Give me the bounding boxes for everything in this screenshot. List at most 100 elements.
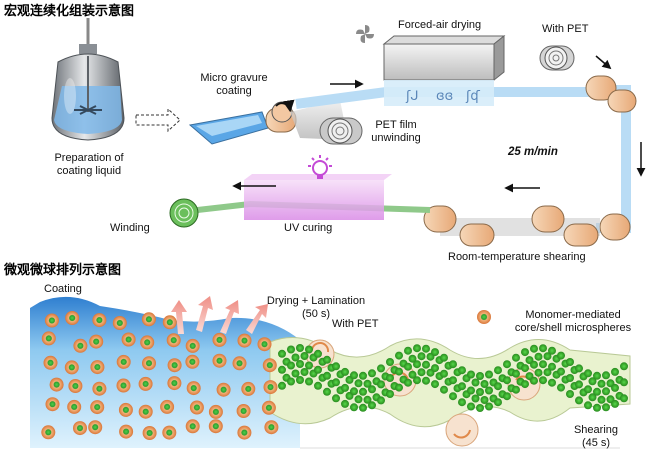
packed-microsphere [323, 355, 331, 364]
packed-microsphere [431, 364, 439, 373]
microsphere [44, 313, 59, 328]
packed-microsphere [377, 364, 385, 373]
svg-text:ɞɞ: ɞɞ [436, 89, 453, 104]
packed-microsphere [278, 365, 286, 374]
microsphere [68, 379, 83, 393]
packed-microsphere [359, 387, 367, 396]
packed-microsphere [584, 401, 592, 410]
packed-microsphere [476, 388, 484, 396]
packed-microsphere [557, 367, 565, 376]
packed-microsphere [620, 394, 628, 403]
packed-microsphere [566, 390, 574, 398]
packed-microsphere [593, 387, 601, 396]
microsphere [185, 419, 200, 434]
packed-microsphere [467, 386, 475, 395]
packed-microsphere [534, 368, 543, 377]
packed-microsphere [575, 364, 583, 373]
microsphere [92, 381, 107, 396]
microsphere [189, 400, 204, 415]
preparation-label: Preparation of coating liquid [54, 152, 124, 177]
packed-microsphere [413, 376, 421, 385]
packed-microsphere [503, 376, 511, 385]
microsphere [138, 376, 153, 391]
packed-microsphere [611, 399, 619, 408]
microsphere [212, 353, 227, 368]
packed-microsphere [467, 370, 475, 379]
packed-microsphere [485, 370, 493, 379]
packed-microsphere [467, 402, 475, 411]
packed-microsphere [386, 390, 394, 398]
packed-microsphere [368, 401, 376, 410]
macro-title: 宏观连续化组装示意图 [4, 4, 135, 19]
drying-air-arrows [171, 296, 268, 334]
microsphere [237, 425, 252, 440]
packed-microsphere [278, 381, 286, 390]
microsphere [186, 381, 201, 396]
microsphere [142, 356, 156, 371]
winding-roll [169, 198, 199, 228]
shearing-label: Room-temperature shearing [448, 251, 586, 263]
microsphere [185, 354, 200, 369]
microsphere [49, 377, 64, 392]
packed-microsphere [300, 368, 309, 376]
packed-microsphere [404, 362, 412, 371]
microsphere [65, 311, 80, 325]
packed-microsphere [287, 345, 295, 354]
microsphere [264, 420, 279, 435]
packed-microsphere [557, 383, 565, 392]
packed-microsphere [354, 379, 363, 388]
gravure-tray [188, 111, 269, 145]
packed-microsphere [449, 376, 457, 385]
packed-microsphere [584, 369, 592, 378]
packed-microsphere [503, 392, 511, 401]
forced-air-label: Forced-air drying [398, 19, 482, 31]
microsphere [162, 315, 177, 330]
packed-microsphere [588, 377, 597, 386]
drying-lamination-label: Drying + Lamination (50 s) [266, 295, 366, 320]
packed-microsphere [296, 376, 304, 384]
microsphere [116, 378, 131, 393]
packed-microsphere [494, 382, 502, 391]
packed-microsphere [359, 371, 367, 380]
packed-microsphere [521, 364, 529, 373]
microsphere [236, 404, 251, 418]
transfer-arrow [135, 107, 181, 133]
microsphere [90, 360, 105, 375]
packed-microsphere [471, 378, 480, 387]
packed-microsphere [494, 366, 502, 375]
packed-microsphere [413, 344, 421, 353]
gravure-roller [265, 99, 297, 133]
packed-microsphere [287, 377, 295, 386]
packed-microsphere [521, 348, 529, 357]
micro-title: 微观微球排列示意图 [4, 263, 122, 278]
microsphere [67, 399, 82, 414]
packed-microsphere [521, 380, 529, 389]
packed-microsphere [611, 383, 619, 392]
microsphere [141, 312, 156, 327]
packed-microsphere [278, 349, 286, 358]
packed-microsphere [557, 351, 565, 360]
packed-microsphere [566, 358, 574, 366]
microsphere [262, 358, 277, 373]
packed-microsphere [539, 360, 547, 369]
packed-microsphere [350, 387, 358, 396]
speed-label: 25 m/min [508, 146, 558, 158]
packed-microsphere [408, 370, 417, 379]
microsphere [138, 404, 153, 419]
packed-microsphere [386, 358, 394, 366]
packed-microsphere [485, 402, 493, 411]
microsphere [43, 355, 58, 370]
packed-microsphere [539, 376, 547, 385]
packed-microsphere [296, 360, 304, 368]
packed-microsphere [471, 394, 480, 403]
packed-microsphere [530, 344, 538, 353]
packed-microsphere [458, 398, 466, 407]
packed-microsphere [440, 369, 448, 378]
packed-microsphere [305, 345, 313, 354]
micro-shearing-label: Shearing (45 s) [573, 424, 619, 449]
packed-microsphere [395, 383, 403, 392]
microsphere [185, 338, 200, 353]
coating-vessel [51, 18, 125, 141]
microsphere [167, 376, 182, 391]
